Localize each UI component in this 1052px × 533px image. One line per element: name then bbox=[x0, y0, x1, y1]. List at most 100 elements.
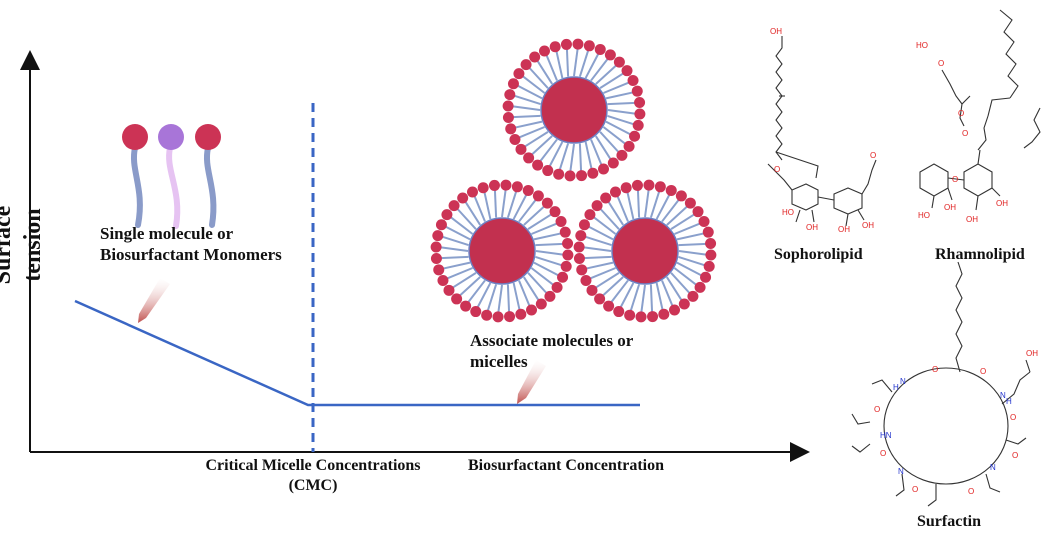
surfactant-tail bbox=[587, 225, 614, 241]
surfactant-head bbox=[557, 271, 569, 283]
surfactant-head bbox=[578, 219, 590, 231]
surfactant-tail bbox=[678, 250, 708, 256]
surfactant-head bbox=[580, 275, 592, 287]
surfactant-head bbox=[705, 237, 717, 249]
surfactant-tail bbox=[569, 143, 575, 173]
sopho-o-2: O bbox=[870, 151, 876, 160]
surfactant-head bbox=[631, 179, 643, 191]
micelle-arrow bbox=[517, 360, 546, 404]
surfactant-tail bbox=[518, 126, 545, 139]
surfactant-tail bbox=[501, 188, 507, 218]
surfactant-head bbox=[502, 100, 514, 112]
surfactant-tail bbox=[607, 114, 635, 126]
surfactant-head bbox=[564, 170, 576, 182]
micelle-core bbox=[611, 217, 679, 285]
micelle-annotation-line2: micelles bbox=[470, 352, 528, 372]
surfactant-tail bbox=[440, 255, 469, 260]
surfactant-head bbox=[621, 65, 633, 77]
surfactant-head bbox=[702, 226, 714, 238]
surfactant-head bbox=[538, 45, 550, 57]
surfactant-head bbox=[523, 152, 535, 164]
surfactant-head bbox=[575, 230, 587, 242]
surfactant-head bbox=[488, 179, 500, 191]
surfactant-tail bbox=[514, 120, 543, 129]
surfactant-head bbox=[477, 182, 489, 194]
surfactant-head bbox=[634, 96, 646, 108]
surfactant-head bbox=[694, 281, 706, 293]
surfactant-head bbox=[629, 130, 641, 142]
sopho-oh-4: OH bbox=[862, 221, 874, 230]
surfactant-tail bbox=[555, 50, 564, 79]
surfactant-head bbox=[594, 43, 606, 55]
surfactant-tail bbox=[644, 188, 650, 218]
surfactant-tail bbox=[444, 225, 471, 241]
surfactant-head bbox=[559, 226, 571, 238]
surfactant-head bbox=[573, 241, 585, 253]
surfactant-head bbox=[705, 249, 717, 261]
surf-n-3: N bbox=[990, 463, 996, 472]
rhamno-o-3: O bbox=[962, 129, 968, 138]
surfactant-tail bbox=[523, 131, 549, 148]
surfactant-head bbox=[532, 190, 544, 202]
surfactant-head bbox=[573, 253, 585, 265]
sophorolipid-structure bbox=[767, 36, 877, 227]
surfactant-head bbox=[658, 308, 670, 320]
y-axis-label: Surface tension bbox=[0, 205, 46, 285]
surf-n-2: N bbox=[898, 467, 904, 476]
surfactant-tail bbox=[527, 213, 553, 230]
sopho-oh-label: OH bbox=[770, 27, 782, 36]
surfactant-tail bbox=[539, 138, 558, 163]
surfactant-tail bbox=[536, 59, 553, 85]
monomer-head-3 bbox=[195, 124, 221, 150]
surfactant-tail bbox=[649, 190, 661, 218]
surf-o-7: O bbox=[912, 485, 918, 494]
surfactant-head bbox=[466, 186, 478, 198]
sopho-oh-3: OH bbox=[838, 225, 850, 234]
surfactant-head bbox=[549, 41, 561, 53]
surfactant-tail bbox=[456, 207, 477, 230]
surfactant-head bbox=[551, 281, 563, 293]
surfactant-head bbox=[505, 123, 517, 135]
surfactant-head bbox=[631, 85, 643, 97]
surfactant-tail bbox=[605, 120, 632, 136]
surfactant-tail bbox=[442, 261, 471, 270]
surfactant-tail bbox=[512, 114, 541, 119]
surfactant-tail bbox=[467, 279, 486, 304]
surfactant-head bbox=[600, 192, 612, 204]
surfactant-tail bbox=[535, 250, 565, 256]
surf-n-4: N bbox=[1000, 391, 1006, 400]
surfactant-head bbox=[698, 215, 710, 227]
surfactant-tail bbox=[528, 66, 549, 89]
surfactant-tail bbox=[451, 272, 477, 289]
surfactant-head bbox=[443, 284, 455, 296]
surfactant-tail bbox=[616, 195, 629, 222]
surfactant-tail bbox=[512, 193, 528, 220]
surfactant-head bbox=[504, 311, 516, 323]
sopho-o-1: O bbox=[774, 165, 780, 174]
surfactant-head bbox=[607, 157, 619, 169]
surfactant-tail bbox=[533, 261, 560, 277]
surfactant-tail bbox=[629, 284, 641, 312]
surfactant-tail bbox=[595, 135, 612, 161]
x-axis-label: Biosurfactant Concentration bbox=[468, 457, 664, 474]
surfactant-head bbox=[515, 308, 527, 320]
surfactant-head bbox=[457, 192, 469, 204]
surf-o-8: O bbox=[968, 487, 974, 496]
surfactant-tail bbox=[446, 267, 473, 280]
surfactant-tail bbox=[535, 242, 564, 247]
surfactant-tail bbox=[565, 48, 570, 77]
surfactant-head bbox=[522, 184, 534, 196]
surfactant-tail bbox=[589, 267, 616, 280]
surfactant-head bbox=[609, 186, 621, 198]
surfactant-head bbox=[502, 112, 514, 124]
surfactant-tail bbox=[674, 222, 701, 235]
surfactant-head bbox=[598, 163, 610, 175]
surfactant-tail bbox=[599, 207, 620, 230]
surfactant-tail bbox=[601, 276, 624, 297]
surfactant-tail bbox=[582, 246, 612, 252]
surfactant-tail bbox=[603, 81, 630, 94]
surfactant-head bbox=[437, 275, 449, 287]
surfactant-head bbox=[541, 197, 553, 209]
surfactant-tail bbox=[530, 267, 555, 286]
surfactant-tail bbox=[486, 284, 498, 312]
